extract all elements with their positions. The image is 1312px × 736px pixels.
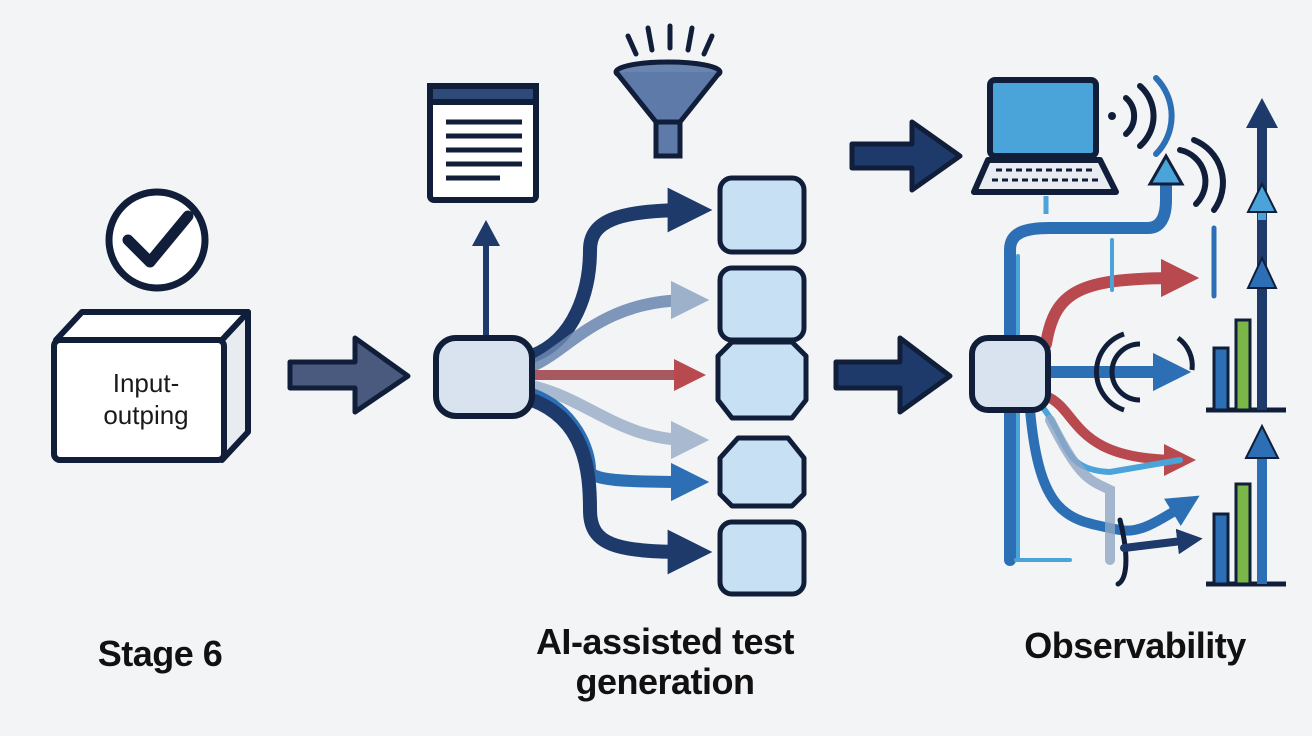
test-case-3	[715, 339, 809, 421]
stage-label-2-line1: AI-assisted test	[535, 621, 795, 662]
stage-label-2-line2: generation	[575, 661, 755, 702]
document-window-icon	[427, 83, 539, 203]
test-case-5	[717, 519, 807, 597]
stage-label-3: Observability	[1024, 625, 1246, 666]
test-case-boxes	[715, 175, 809, 597]
growth-arrows	[1244, 98, 1280, 584]
bar-chart-icon	[1206, 318, 1286, 587]
test-case-4	[717, 435, 807, 509]
wave-ring-small	[1093, 331, 1195, 413]
check-circle-icon	[105, 188, 209, 292]
input-box-label-line1: Input-	[112, 368, 180, 398]
signal-waves-icon	[1108, 75, 1226, 213]
flow-arrow-1	[287, 335, 411, 415]
funnel-icon	[613, 23, 723, 159]
test-case-2	[717, 265, 807, 343]
fanout-curves-2	[525, 187, 713, 575]
up-arrow-to-document	[472, 220, 500, 338]
test-case-1	[717, 175, 807, 255]
input-output-box	[51, 309, 251, 463]
flow-arrow-to-laptop	[849, 119, 963, 193]
flow-arrow-2	[833, 335, 953, 415]
laptop-icon	[971, 77, 1119, 214]
input-box-label-line2: outping	[103, 400, 189, 430]
stage-label-1: Stage 6	[97, 633, 223, 674]
hub-node-2	[433, 335, 535, 419]
hub-node-3	[969, 335, 1051, 413]
